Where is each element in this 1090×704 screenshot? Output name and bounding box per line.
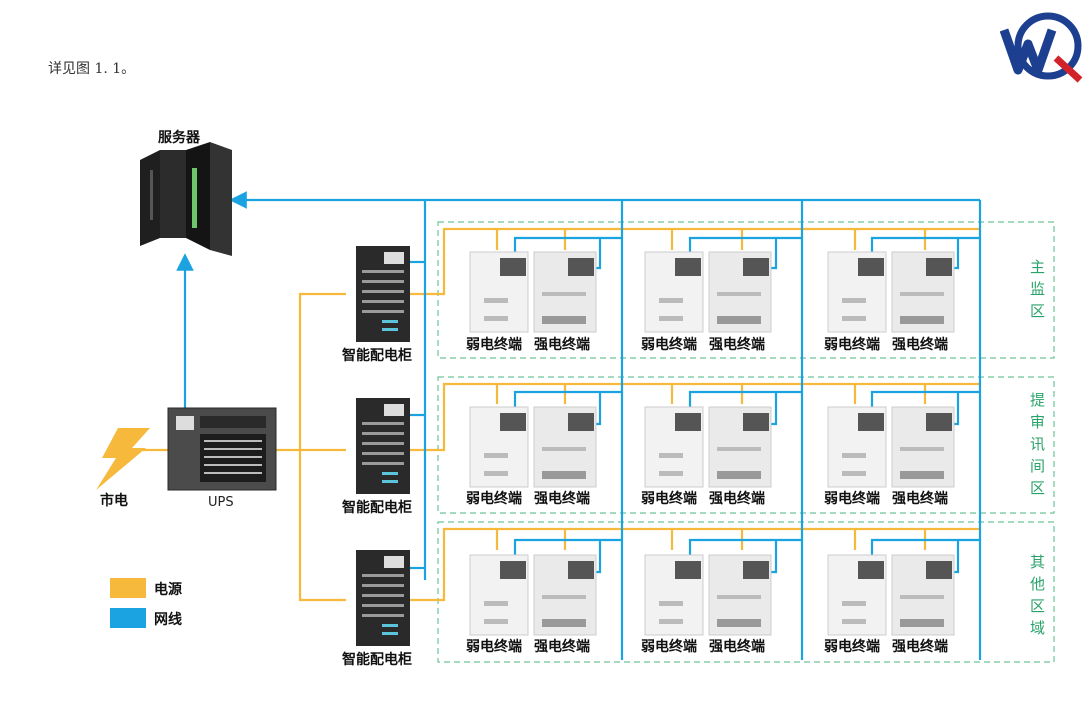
svg-text:其: 其 bbox=[1030, 553, 1045, 571]
terminal-group-r3c3 bbox=[827, 554, 955, 636]
svg-text:区: 区 bbox=[1030, 479, 1045, 497]
cabinet-2 bbox=[356, 398, 410, 494]
server-icon bbox=[140, 142, 232, 256]
zone-box-main bbox=[437, 221, 1055, 359]
cabinet-3 bbox=[356, 550, 410, 646]
svg-text:审: 审 bbox=[1030, 413, 1045, 431]
strong-terminal-label: 强电终端 bbox=[534, 490, 590, 507]
logo-w bbox=[1000, 28, 1057, 75]
zone-label-other: 其 他 区 域 bbox=[1030, 553, 1045, 637]
svg-text:域: 域 bbox=[1030, 619, 1045, 637]
strong-terminal-label: 强电终端 bbox=[892, 490, 948, 507]
terminal-group-r2c2 bbox=[644, 406, 772, 488]
cabinet-1 bbox=[356, 246, 410, 342]
weak-terminal-label: 弱电终端 bbox=[466, 336, 522, 353]
terminal-group-r2c3 bbox=[827, 406, 955, 488]
legend-swatch-network bbox=[110, 608, 146, 628]
zone-label-interrogation: 提 审 讯 间 区 bbox=[1030, 391, 1045, 497]
weak-terminal-label: 弱电终端 bbox=[466, 638, 522, 655]
zone-box-interrogation bbox=[437, 376, 1055, 514]
ups-label: UPS bbox=[208, 495, 234, 510]
weak-terminal-label: 弱电终端 bbox=[824, 490, 880, 507]
zone-box-other bbox=[437, 521, 1055, 663]
company-logo bbox=[1000, 12, 1083, 83]
svg-text:间: 间 bbox=[1030, 457, 1045, 475]
cabinet-label-2: 智能配电柜 bbox=[341, 499, 412, 516]
svg-text:监: 监 bbox=[1030, 280, 1045, 298]
intro-text: 详见图 1. 1。 bbox=[48, 61, 136, 77]
logo-tail bbox=[1053, 55, 1083, 83]
terminal-group-r1c3 bbox=[827, 251, 955, 333]
svg-text:讯: 讯 bbox=[1030, 435, 1045, 453]
terminal-group-r1c2 bbox=[644, 251, 772, 333]
zone-label-main: 主 监 区 bbox=[1030, 258, 1045, 320]
strong-terminal-label: 强电终端 bbox=[709, 638, 765, 655]
weak-terminal-label: 弱电终端 bbox=[824, 336, 880, 353]
terminal-group-r2c1 bbox=[469, 406, 597, 488]
network-lines bbox=[176, 191, 982, 660]
svg-text:区: 区 bbox=[1030, 302, 1045, 320]
weak-terminal-label: 弱电终端 bbox=[466, 490, 522, 507]
terminal-group-r1c1 bbox=[469, 251, 597, 333]
legend-swatch-power bbox=[110, 578, 146, 598]
power-lines bbox=[138, 227, 980, 602]
strong-terminal-label: 强电终端 bbox=[534, 638, 590, 655]
weak-terminal-label: 弱电终端 bbox=[641, 336, 697, 353]
terminal-group-r3c1 bbox=[469, 554, 597, 636]
strong-terminal-label: 强电终端 bbox=[892, 638, 948, 655]
legend-label-power: 电源 bbox=[154, 581, 182, 598]
weak-terminal-label: 弱电终端 bbox=[824, 638, 880, 655]
svg-text:区: 区 bbox=[1030, 597, 1045, 615]
svg-text:主: 主 bbox=[1030, 258, 1045, 276]
legend: 电源 网线 bbox=[110, 578, 182, 628]
cabinet-label-1: 智能配电柜 bbox=[341, 347, 412, 364]
strong-terminal-label: 强电终端 bbox=[709, 336, 765, 353]
ups-icon bbox=[167, 407, 277, 491]
weak-terminal-label: 弱电终端 bbox=[641, 490, 697, 507]
strong-terminal-label: 强电终端 bbox=[892, 336, 948, 353]
lightning-icon bbox=[96, 428, 150, 490]
cabinet-label-3: 智能配电柜 bbox=[341, 651, 412, 668]
svg-text:他: 他 bbox=[1030, 575, 1045, 593]
city-power-label: 市电 bbox=[100, 492, 128, 509]
server-label: 服务器 bbox=[158, 129, 201, 146]
strong-terminal-label: 强电终端 bbox=[534, 336, 590, 353]
svg-text:提: 提 bbox=[1030, 391, 1045, 409]
strong-terminal-label: 强电终端 bbox=[709, 490, 765, 507]
weak-terminal-label: 弱电终端 bbox=[641, 638, 697, 655]
logo-ring bbox=[1014, 12, 1082, 80]
legend-label-network: 网线 bbox=[154, 611, 182, 628]
terminal-group-r3c2 bbox=[644, 554, 772, 636]
